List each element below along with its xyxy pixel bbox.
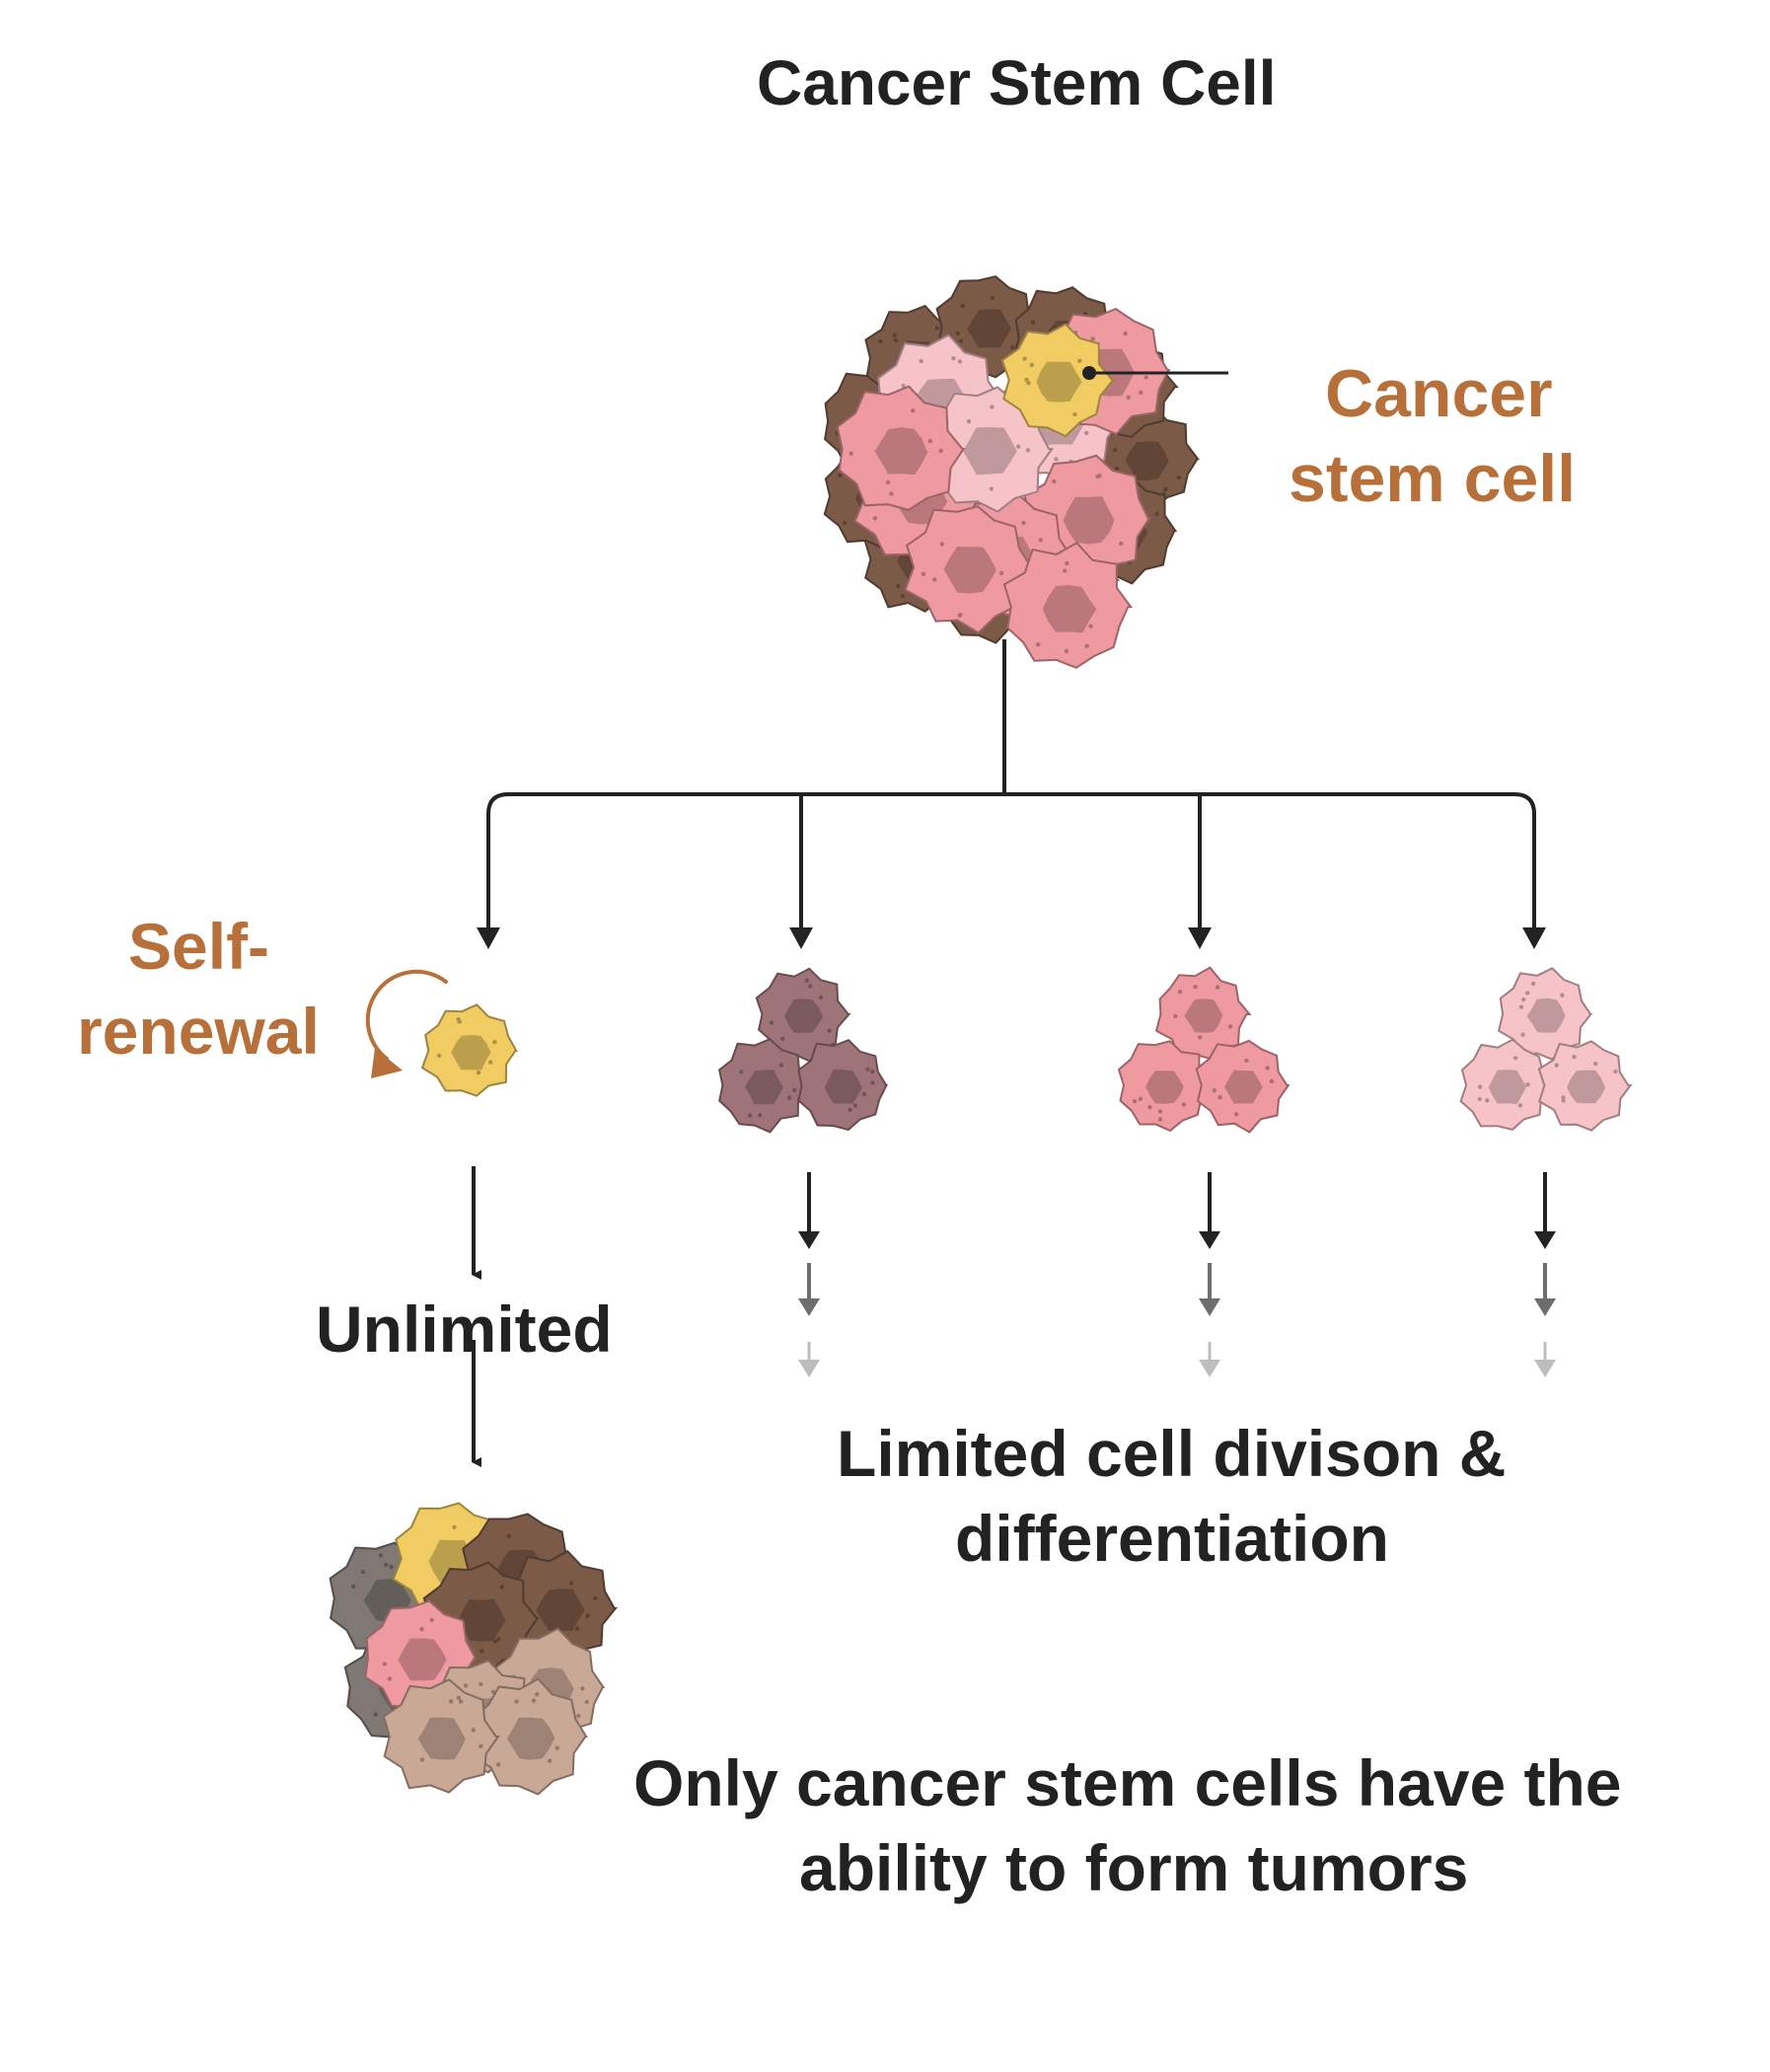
tumor-cluster bbox=[823, 275, 1201, 669]
triplet-cell-right bbox=[1195, 1039, 1291, 1134]
tumor-inner-cell bbox=[904, 504, 1034, 634]
triplet-cell-top bbox=[1154, 966, 1252, 1060]
triplet-cell-left bbox=[1117, 1040, 1213, 1133]
triplet-cell-right bbox=[797, 1039, 889, 1132]
new-tumor-cell bbox=[500, 1549, 618, 1665]
unlimited-label: Unlimited bbox=[316, 1293, 613, 1366]
branch-arrowheads bbox=[477, 927, 1546, 949]
branch-arrowhead bbox=[477, 927, 500, 949]
cell-triplet-light-pink bbox=[1459, 967, 1633, 1132]
limited-label-line1: Limited cell divison & bbox=[837, 1417, 1507, 1490]
fading-arrowhead bbox=[798, 1231, 820, 1249]
fading-arrowhead bbox=[798, 1360, 820, 1377]
tumor-note-line1: Only cancer stem cells have the bbox=[633, 1746, 1622, 1819]
fading-arrows bbox=[798, 1172, 1556, 1377]
fading-arrowhead bbox=[1199, 1360, 1220, 1377]
self-renewal-label-line2: renewal bbox=[77, 995, 320, 1068]
cancer-stem-cell bbox=[1000, 323, 1116, 438]
stem-cell-leader-line bbox=[1082, 366, 1228, 380]
limited-label-line2: differentiation bbox=[955, 1502, 1389, 1575]
stem-cell-label-line1: Cancer bbox=[1325, 356, 1553, 431]
triplet-cell-right bbox=[1537, 1040, 1633, 1132]
triplet-cell-left bbox=[1459, 1038, 1552, 1131]
diagram-title: Cancer Stem Cell bbox=[757, 47, 1277, 118]
cell-triplet-pink bbox=[1117, 966, 1291, 1134]
fading-arrowhead bbox=[1199, 1298, 1220, 1316]
triplet-cell-left bbox=[717, 1038, 812, 1134]
cell-triplet-mauve bbox=[717, 967, 889, 1134]
fading-arrowhead bbox=[1534, 1231, 1556, 1249]
new-tumor-cluster bbox=[329, 1502, 618, 1796]
fading-arrowhead bbox=[798, 1298, 820, 1316]
tumor-note-line2: ability to form tumors bbox=[799, 1831, 1469, 1904]
stem-cell-single bbox=[420, 1003, 519, 1097]
new-tumor-cell bbox=[382, 1678, 500, 1794]
triplet-cell-top bbox=[755, 967, 851, 1063]
fading-arrowhead bbox=[1534, 1298, 1556, 1316]
stem-cell-label-line2: stem cell bbox=[1289, 441, 1577, 516]
stem-cell bbox=[420, 1003, 519, 1097]
fading-arrowhead bbox=[1534, 1360, 1556, 1377]
self-renewal-arrow-icon bbox=[365, 969, 448, 1078]
self-renewal-label-line1: Self- bbox=[128, 910, 270, 983]
branch-arrowhead bbox=[1188, 927, 1212, 949]
tumor-inner-cell bbox=[836, 385, 966, 511]
branch-arrowhead bbox=[1522, 927, 1546, 949]
tree-connector bbox=[486, 639, 1536, 937]
tumor-inner-cell bbox=[1002, 541, 1134, 669]
branch-arrowhead bbox=[789, 927, 813, 949]
fading-arrowhead bbox=[1199, 1231, 1220, 1249]
